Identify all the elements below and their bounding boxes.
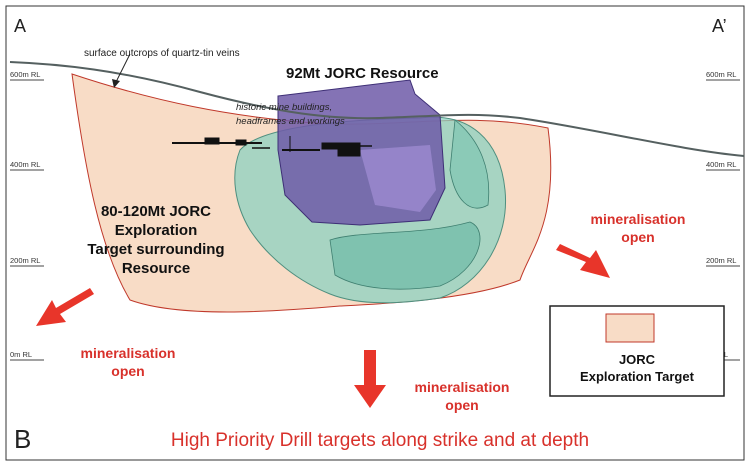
historic-workings [172,136,372,157]
min-open-right-2: open [621,229,654,245]
min-open-bottom-1: mineralisation [415,379,510,395]
topographic-surface [9,61,745,157]
mineralised-zone-band [449,119,490,209]
outcrop-leader-arrowhead [112,79,120,88]
arrow-down [354,350,386,408]
rl-right-200: 200m RL [706,256,736,265]
rl-ticks [10,79,740,361]
exploration-target-label-4: Resource [122,260,190,277]
exploration-target-label-3: Target surrounding [87,241,224,258]
legend-swatch [605,313,655,343]
legend: JORC Exploration Target [549,305,725,397]
historic-workings-label-1: historic mine buildings, [236,102,332,113]
arrow-left-down [36,288,94,326]
arrow-right-down [556,244,610,278]
section-start-label: A [14,16,26,36]
rl-right-400: 400m RL [706,160,736,169]
drill-targets-label: High Priority Drill targets along strike… [171,430,589,451]
resource-label: 92Mt JORC Resource [286,65,439,82]
rl-right-600: 600m RL [706,70,736,79]
frame [5,5,745,461]
min-open-left-1: mineralisation [81,345,176,361]
rl-left-600: 600m RL [10,70,40,79]
historic-workings-label-2: headframes and workings [236,116,345,127]
rl-left-200: 200m RL [10,256,40,265]
legend-label-1: JORC [619,352,656,367]
arrows [36,244,610,408]
legend-label-2: Exploration Target [580,369,695,384]
exploration-target-label-1: 80-120Mt JORC [101,203,211,220]
mineralised-zone-inner [329,221,481,290]
section-end-label: A’ [712,16,727,36]
surface-outcrops-label: surface outcrops of quartz-tin veins [84,48,240,59]
min-open-left-2: open [111,363,144,379]
exploration-target-label-2: Exploration [115,222,198,239]
panel-label: B [14,424,31,454]
min-open-right-1: mineralisation [591,211,686,227]
jorc-resource-highlight [360,145,436,212]
min-open-bottom-2: open [445,397,478,413]
rl-left-0: 0m RL [10,350,32,359]
rl-left-400: 400m RL [10,160,40,169]
outcrop-leader [115,53,131,83]
